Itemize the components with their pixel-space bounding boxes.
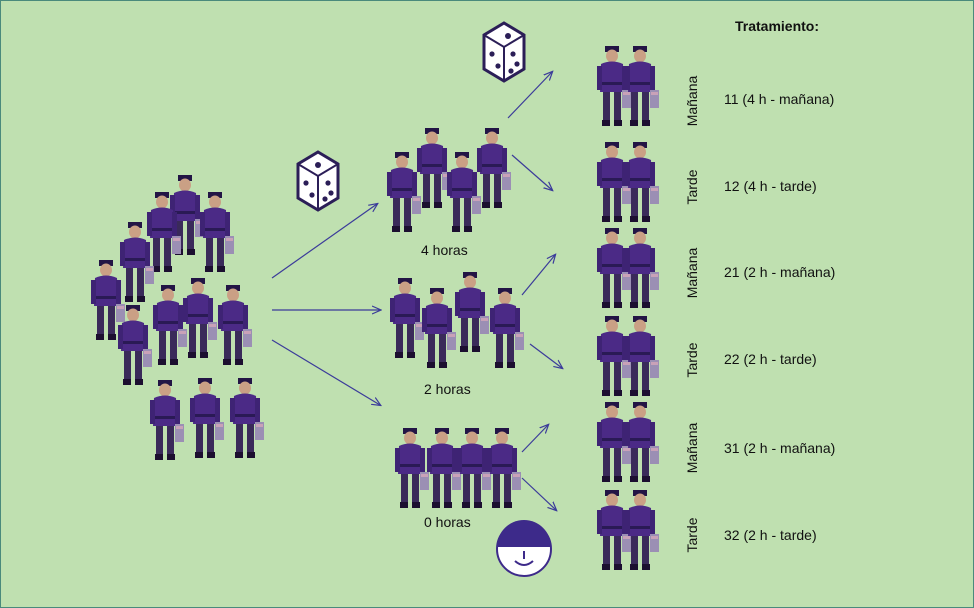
treatment-label: 31 (2 h - mañana) [724,440,836,456]
soldier-icon [477,128,511,208]
treatment-label: 11 (4 h - mañana) [724,91,835,107]
die-icon [296,150,340,212]
soldier-icon [625,490,659,570]
soldier-icon [625,228,659,308]
group-4-horas [387,128,511,232]
group-label-4-horas: 4 horas [421,242,468,258]
initial-population [91,175,264,460]
smiley-face-icon [496,520,552,577]
arrow [529,343,562,368]
soldier-icon [417,128,451,208]
soldier-icon [218,285,252,365]
soldier-icon [230,378,264,458]
soldier-icon [487,428,521,508]
soldier-icon [190,378,224,458]
soldier-icon [490,288,524,368]
soldier-icon [395,428,429,508]
arrow [521,255,555,296]
arrow [521,477,556,510]
treatment-12-pair [597,142,659,222]
soldier-icon [200,192,234,272]
arrow [507,72,552,119]
period-label: Mañana [684,422,700,474]
arrow [521,425,548,453]
soldier-icon [183,278,217,358]
soldier-icon [625,46,659,126]
treatment-label: 22 (2 h - tarde) [724,351,817,367]
group-label-0-horas: 0 horas [424,514,471,530]
soldier-icon [455,272,489,352]
soldier-icon [387,152,421,232]
period-label: Tarde [684,342,700,378]
group-2-horas [390,272,524,368]
group-label-2-horas: 2 horas [424,381,471,397]
arrow [271,339,380,405]
treatment-header: Tratamiento: [735,18,820,34]
die-icon [482,21,526,83]
period-label: Mañana [684,75,700,127]
treatment-32-pair [597,490,659,570]
arrow [271,204,377,279]
soldier-icon [447,152,481,232]
soldier-icon [390,278,424,358]
soldier-icon [457,428,491,508]
period-label: Tarde [684,517,700,553]
period-label: Tarde [684,169,700,205]
treatment-11-pair [597,46,659,126]
treatment-31-pair [597,402,659,482]
treatment-label: 21 (2 h - mañana) [724,264,836,280]
period-label: Mañana [684,247,700,299]
treatment-21-pair [597,228,659,308]
soldier-icon [625,142,659,222]
soldier-icon [153,285,187,365]
treatment-label: 32 (2 h - tarde) [724,527,817,543]
soldier-icon [422,288,456,368]
treatment-22-pair [597,316,659,396]
soldier-icon [625,402,659,482]
arrow [511,154,552,190]
soldier-icon [625,316,659,396]
soldier-icon [150,380,184,460]
treatment-label: 12 (4 h - tarde) [724,178,817,194]
group-0-horas [395,428,521,508]
soldier-icon [427,428,461,508]
